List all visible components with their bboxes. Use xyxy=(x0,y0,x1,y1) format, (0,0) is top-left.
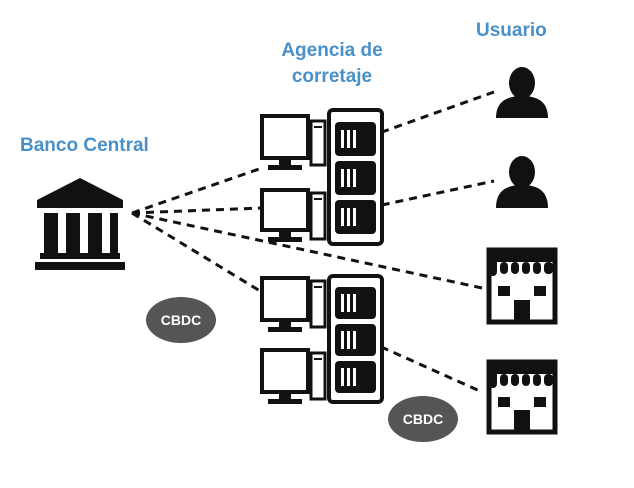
user-icon xyxy=(496,156,548,208)
cbdc-badge: CBDC xyxy=(146,297,216,343)
line-server-to-user-1 xyxy=(367,90,495,139)
brokerage-agency-label: Agencia de corretaje xyxy=(268,38,396,89)
computer-icon xyxy=(260,348,327,404)
bank-building-icon xyxy=(35,178,125,270)
user-label: Usuario xyxy=(476,20,547,41)
line-bank-to-computer-3 xyxy=(131,206,263,215)
computer-icon xyxy=(260,114,327,170)
line-server-to-store-2 xyxy=(367,339,483,394)
server-rack-icon xyxy=(327,108,384,246)
store-icon xyxy=(486,247,558,325)
central-bank-label: Banco Central xyxy=(20,135,149,156)
brokerage-agency-label-line-2: corretaje xyxy=(291,65,373,87)
line-bank-to-store-1 xyxy=(131,211,483,290)
line-server-to-user-2 xyxy=(367,179,495,210)
connection-lines xyxy=(131,90,495,394)
cbdc-badge: CBDC xyxy=(388,396,458,442)
line-bank-to-computer-2 xyxy=(131,166,263,215)
computer-icon xyxy=(260,188,327,242)
user-icon xyxy=(496,67,548,118)
line-bank-to-computer-4 xyxy=(131,211,266,296)
computer-icon xyxy=(260,276,327,332)
brokerage-agency-label-line-1: Agencia de xyxy=(281,40,383,61)
server-rack-icon xyxy=(327,274,384,404)
store-icon xyxy=(486,359,558,435)
